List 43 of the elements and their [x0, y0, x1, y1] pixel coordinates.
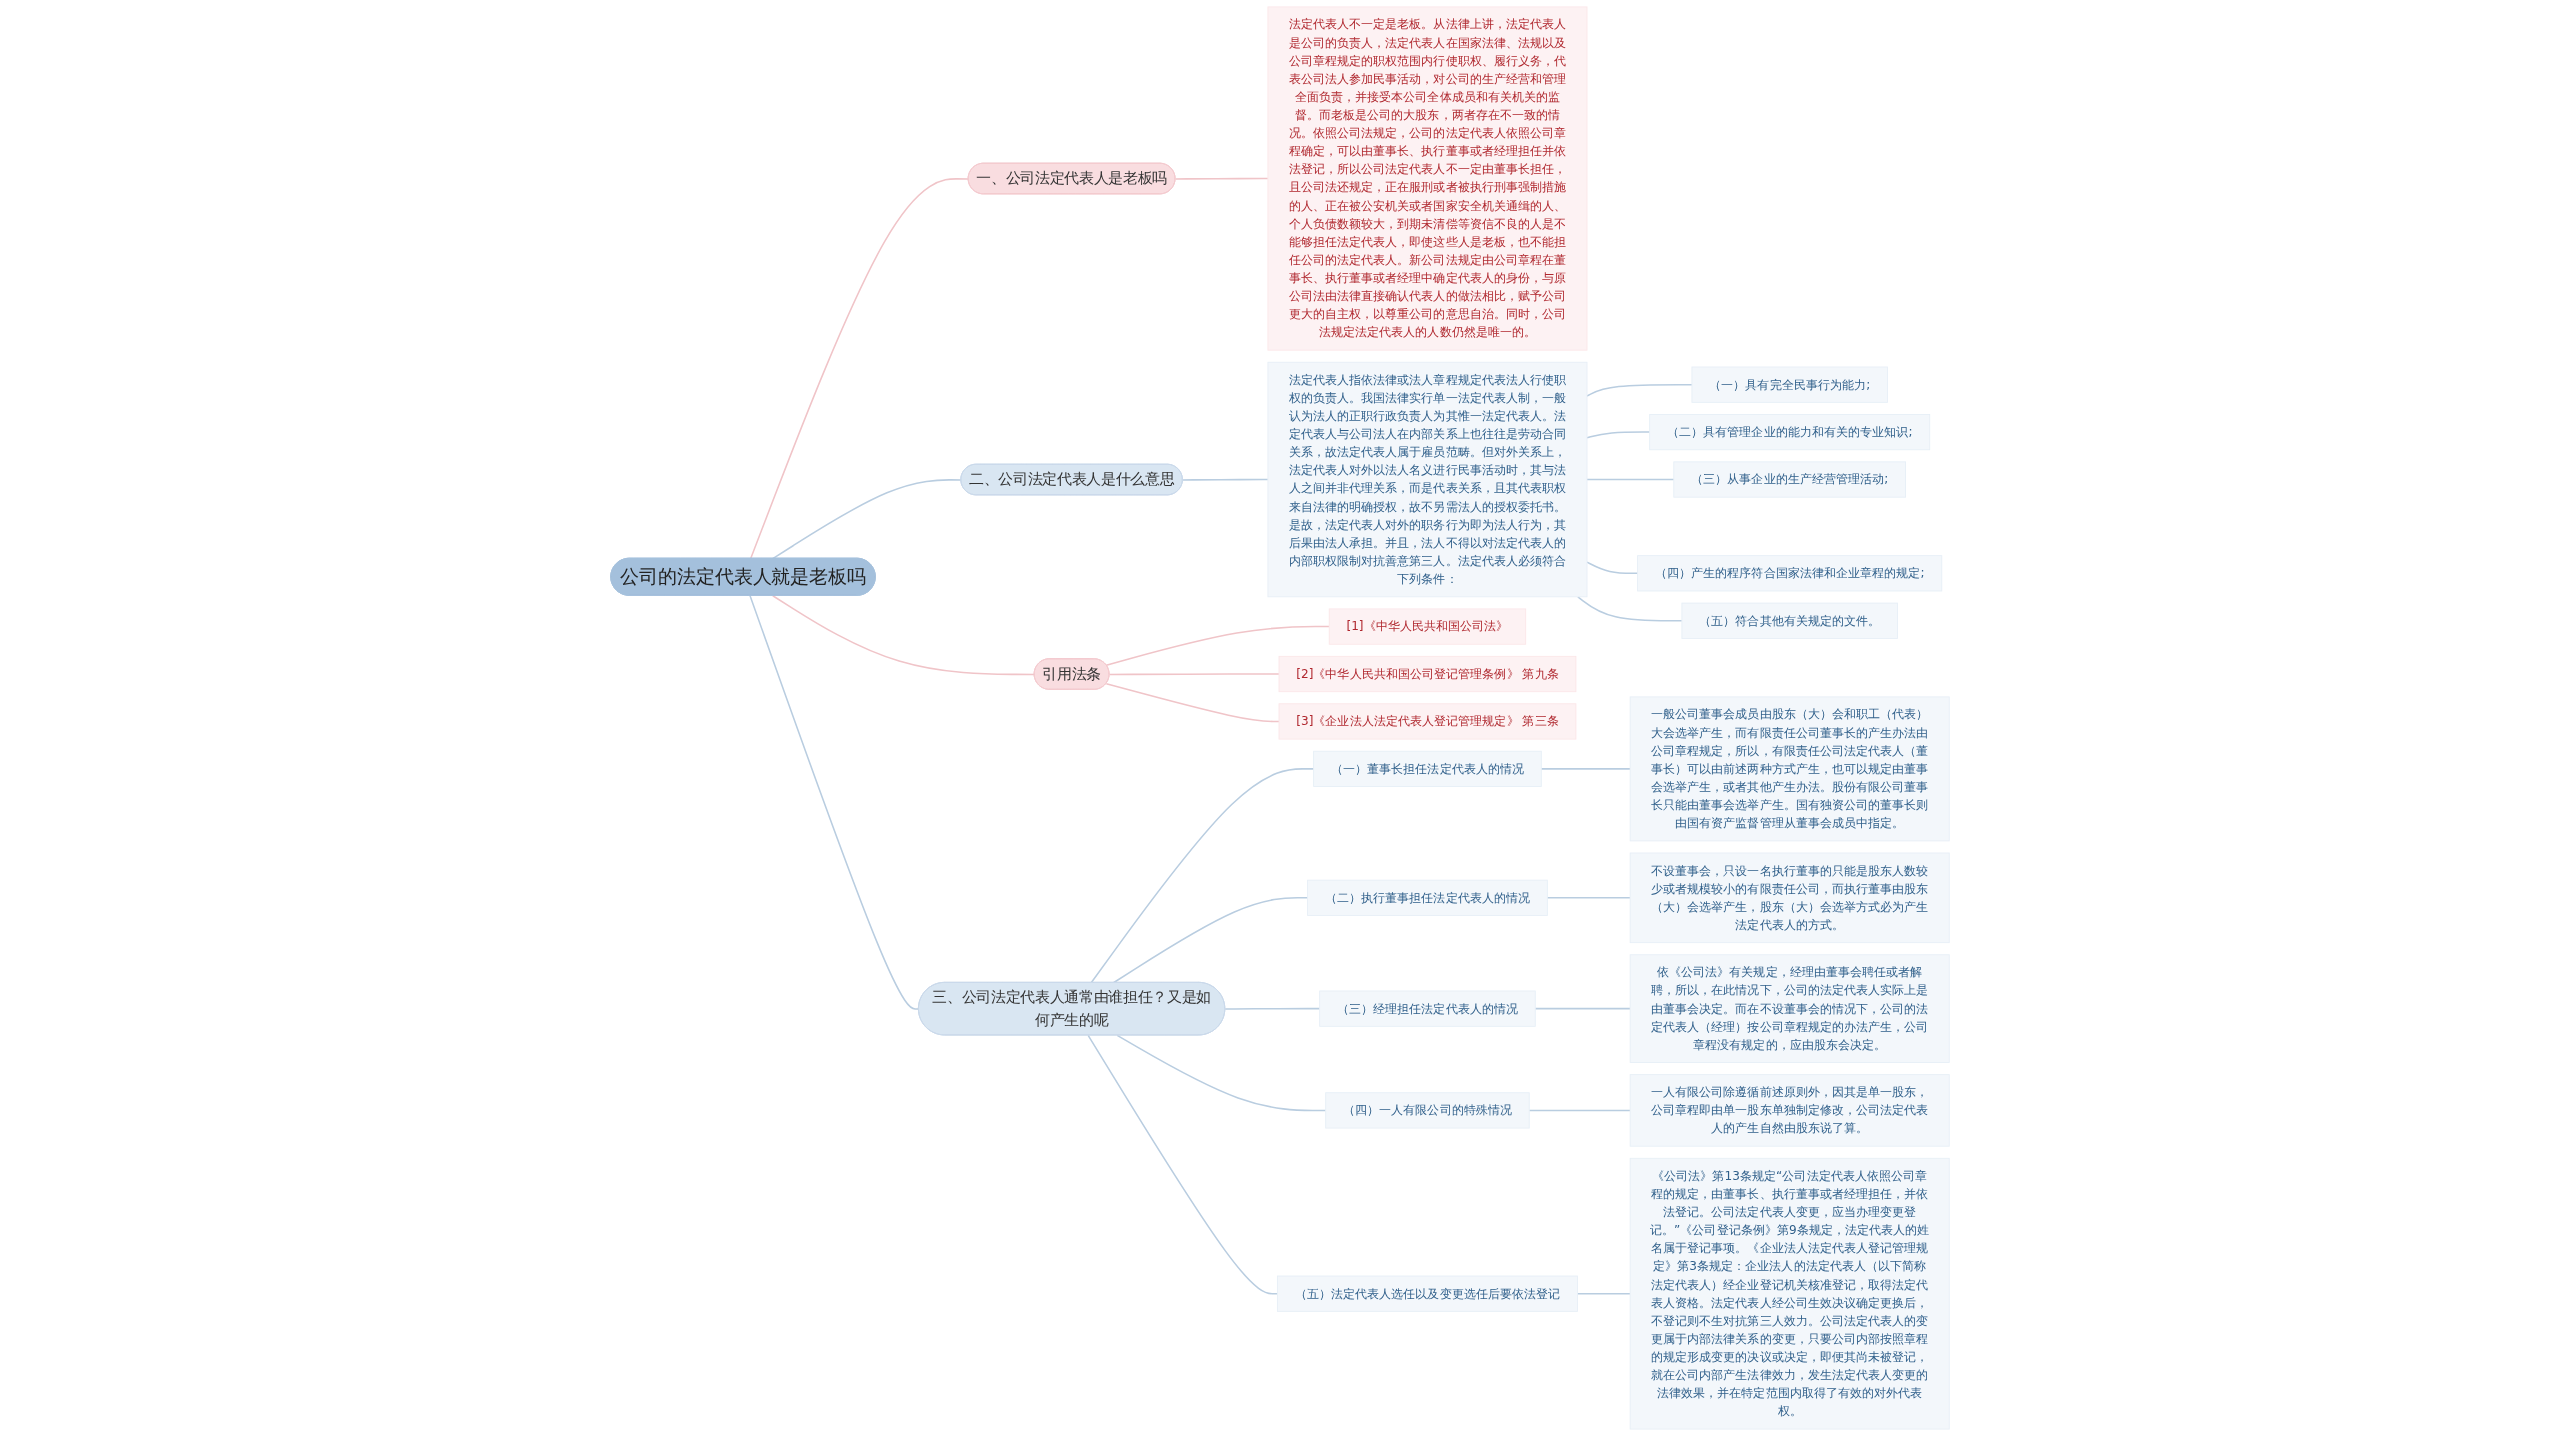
- node-box: （四）一人有限公司的特殊情况: [1325, 1092, 1530, 1129]
- connector: [1108, 673, 1280, 676]
- node-box: （二）执行董事担任法定代表人的情况: [1307, 879, 1548, 916]
- connector: [1586, 561, 1639, 575]
- connector: [1105, 683, 1280, 723]
- connector: [1586, 478, 1675, 481]
- connector: [1528, 1109, 1631, 1112]
- connector: [1546, 897, 1631, 899]
- connector: [1087, 1034, 1279, 1295]
- connector: [1112, 897, 1309, 984]
- node-box: （一）具有完全民事行为能力;: [1691, 366, 1888, 403]
- node-box: 依《公司法》有关规定，经理由董事会聘任或者解聘，所以，在此情况下，公司的法定代表人实际上是由董事会决定。而在不设董事会的情况下，公司的法定代表人（经理）按公司章程规定的办法产生，公司章程没有规定的，应由股东会决定。: [1629, 954, 1950, 1063]
- connector: [1577, 596, 1683, 622]
- connector: [1174, 177, 1269, 180]
- node-box: [1]《中华人民共和国公司法》: [1328, 608, 1527, 645]
- connector: [1224, 1007, 1321, 1010]
- node-box: （三）从事企业的生产经营管理活动;: [1673, 461, 1906, 498]
- connector: [749, 178, 970, 560]
- connector: [1540, 768, 1631, 770]
- connector: [1534, 1007, 1631, 1010]
- connector: [1586, 431, 1651, 439]
- node-box: （三）经理担任法定代表人的情况: [1319, 990, 1536, 1027]
- node-box: 不设董事会，只设一名执行董事的只能是股东人数较少或者规模较小的有限责任公司，而执行董事由股东（大）会选举产生，股东（大）会选举方式必为产生法定代表人的方式。: [1629, 852, 1950, 944]
- connector: [1576, 1292, 1631, 1295]
- node-box: （五）法定代表人选任以及变更选任后要依法登记: [1276, 1275, 1578, 1312]
- node-box: [2]《中华人民共和国公司登记管理条例》 第九条: [1278, 655, 1577, 693]
- node-box: 法定代表人指依法律或法人章程规定代表法人行使职权的负责人。我国法律实行单一法定代表人制，一般认为法人的正职行政负责人为其惟一法定代表人。法定代表人与公司法人在内部关系上也往往是劳动合同关系，故法定代表人属于雇员范畴。但对外关系上，法定代表人对外以法人名义进行民事活动时，其与法人之间并非代理关系，而是代表关系，且其代表职权来自法律的明确授权，故不另需法人的授权委托书。是故，法定代表人对外的职务行为即为法人行为，其后果由法人承担。并且，法人不得以对法定代表人的内部职权限制对抗善意第三人。法定代表人必须符合下列条件：: [1267, 361, 1588, 598]
- connector: [1182, 478, 1269, 481]
- node-box: （四）产生的程序符合国家法律和企业章程的规定;: [1637, 555, 1943, 592]
- node-box: （一）董事长担任法定代表人的情况: [1313, 750, 1542, 787]
- connector: [1116, 1034, 1327, 1112]
- node-box: （五）符合其他有关规定的文件。: [1681, 602, 1898, 639]
- connector: [1090, 768, 1315, 984]
- node-box: 一般公司董事会成员由股东（大）会和职工（代表）大会选举产生，而有限责任公司董事长的产生办法由公司章程规定，所以，有限责任公司法定代表人（董事长）可以由前述两种方式产生，也可以规定由董事会选举产生，或者其他产生办法。股份有限公司董事长只能由董事会选举产生。国有独资公司的董事长则由国有资产监督管理从董事会成员中指定。: [1629, 696, 1950, 842]
- connector: [749, 594, 920, 1010]
- node-box: 一人有限公司除遵循前述原则外，因其是单一股东，公司章程即由单一股东单独制定修改，公司法定代表人的产生自然由股东说了算。: [1629, 1074, 1950, 1147]
- node-box: [3]《企业法人法定代表人登记管理规定》 第三条: [1278, 703, 1577, 740]
- node-box: 《公司法》第13条规定“公司法定代表人依照公司章程的规定，由董事长、执行董事或者经理担任，并依法登记。公司法定代表人变更，应当办理变更登记。”《公司登记条例》第9条规定，法定代表人的姓名属于登记事项。《企业法人法定代表人登记管理规定》第3条规定：企业法人的法定代表人（以下简称法定代表人）经企业登记机关核准登记，取得法定代表人资格。法定代表人经公司生效决议确定更换后，不登记则不生对抗第三人效力。公司法定代表人的变更属于内部法律关系的变更，只要公司内部按照章程的规定形成变更的决议或决定，即便其尚未被登记，就在公司内部产生法律效力，发生法定代表人变更的法律效果，并在特定范围内取得了有效的对外代表权。: [1629, 1157, 1950, 1430]
- node-box: （二）具有管理企业的能力和有关的专业知识;: [1649, 414, 1931, 451]
- connector: [1586, 383, 1693, 397]
- connector: [772, 594, 1036, 676]
- connector: [1105, 625, 1330, 666]
- node-box: 法定代表人不一定是老板。从法律上讲，法定代表人是公司的负责人，法定代表人在国家法律、法规以及公司章程规定的职权范围内行使职权、履行义务，代表公司法人参加民事活动，对公司的生产经营和管理全面负责，并接受本公司全体成员和有关机关的监督。而老板是公司的大股东，两者存在不一致的情况。依照公司法规定，公司的法定代表人依照公司章程确定，可以由董事长、执行董事或者经理担任并依法登记，所以公司法定代表人不一定由董事长担任，且公司法还规定，正在服刑或者被执行刑事强制措施的人、正在被公安机关或者国家安全机关通缉的人、个人负债数额较大，到期未清偿等资信不良的人是不能够担任法定代表人，即使这些人是老板，也不能担任公司的法定代表人。新公司法规定由公司章程在董事长、执行董事或者经理中确定代表人的身份，与原公司法由法律直接确认代表人的做法相比，赋予公司更大的自主权，以尊重公司的意思自治。同时，公司法规定法定代表人的人数仍然是唯一的。: [1267, 6, 1588, 351]
